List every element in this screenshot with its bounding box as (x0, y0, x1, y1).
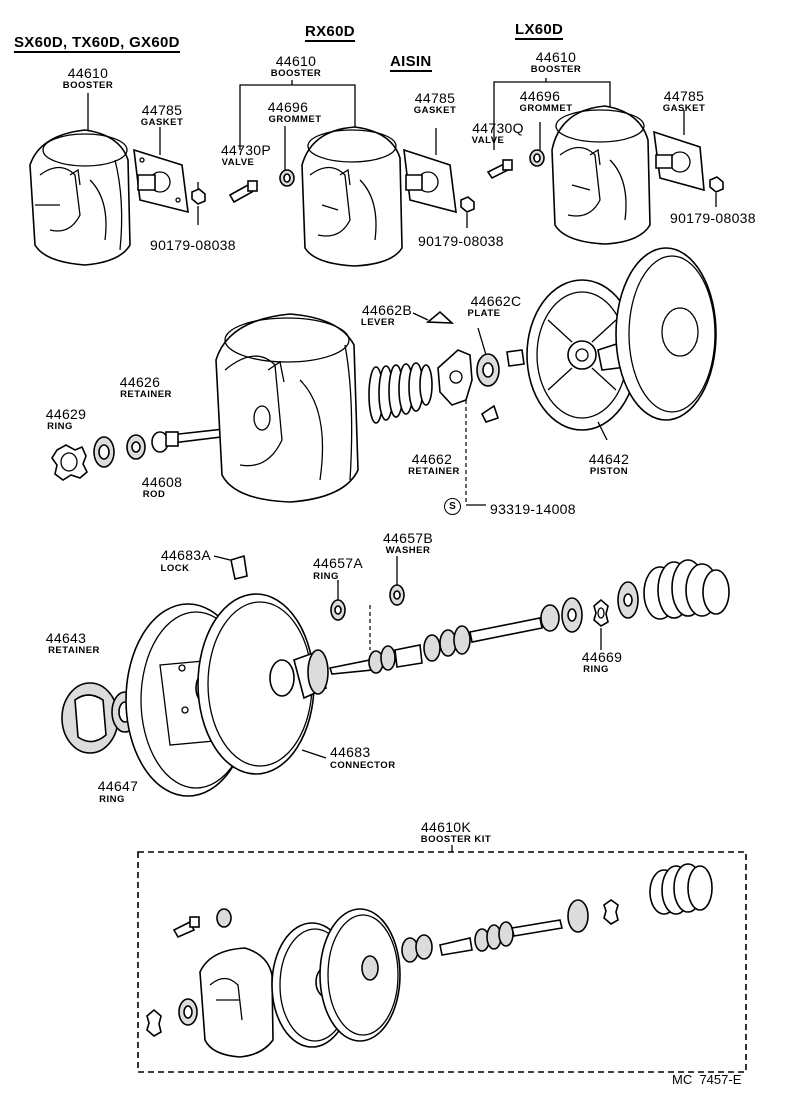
lock-drawing (230, 554, 248, 580)
booster-right-drawing (551, 105, 651, 245)
screw-num: 93319-14008 (490, 501, 576, 517)
booster-kit-box (137, 851, 747, 1073)
gasket-mid-cap: GASKET (413, 105, 457, 116)
valve-mid-drawing (228, 180, 258, 204)
valve-right-drawing (486, 159, 513, 180)
piston-num: 44642 (588, 451, 630, 467)
gasket-left-cap: GASKET (140, 117, 184, 128)
lever-drawing (425, 310, 455, 324)
booster-right-num: 44610 (535, 49, 577, 65)
retainer-44643-cap: RETAINER (48, 645, 100, 656)
ring-44629-cap: RING (47, 421, 73, 432)
lever-num: 44662B (361, 302, 413, 318)
ring-44669-num: 44669 (581, 649, 623, 665)
booster-left-cap: BOOSTER (62, 80, 114, 91)
nut-right-num: 90179-08038 (670, 210, 756, 226)
ring-44657a-num: 44657A (312, 555, 364, 571)
retainer-44626-num: 44626 (119, 374, 161, 390)
rod-cap: ROD (142, 489, 166, 500)
nut-left-drawing (191, 182, 206, 205)
retainer-44643-num: 44643 (45, 630, 87, 646)
retainer-44643-drawing (61, 682, 119, 754)
retainer-44626-drawing (93, 434, 146, 468)
nut-mid-drawing (460, 196, 475, 213)
retainer-44662-cap: RETAINER (408, 466, 460, 477)
gasket-left-num: 44785 (141, 102, 183, 118)
washer-num: 44657B (382, 530, 434, 546)
connector-cap: CONNECTOR (330, 760, 396, 771)
lever-cap: LEVER (360, 317, 396, 328)
booster-main-drawing (215, 313, 359, 503)
gasket-left-drawing (133, 148, 189, 214)
model-right-header: LX60D (515, 21, 564, 40)
model-mid-header: RX60D (305, 23, 355, 42)
booster-left-num: 44610 (67, 65, 109, 81)
booster-kit-num: 44610K (420, 819, 472, 835)
gasket-mid-drawing (403, 148, 457, 214)
plate-num: 44662C (470, 293, 522, 309)
booster-mid-cap: BOOSTER (270, 68, 322, 79)
connector-num: 44683 (330, 744, 371, 760)
ring-44669-drawing (593, 598, 609, 627)
grommet-right-num: 44696 (519, 88, 561, 104)
valve-right-num: 44730Q (472, 120, 524, 136)
screw-symbol-letter: S (449, 500, 456, 512)
grommet-right-cap: GROMMET (519, 103, 573, 114)
ring-44647-cap: RING (99, 794, 125, 805)
piston-back-drawing (615, 247, 717, 421)
rod-num: 44608 (141, 474, 183, 490)
spring-drawing (368, 362, 433, 424)
booster-kit-cap: BOOSTER KIT (420, 834, 492, 845)
plate-drawing (476, 349, 525, 387)
small-key-drawing (480, 404, 500, 423)
diagram-code: MC 7457-E (672, 1072, 742, 1087)
gasket-mid-num: 44785 (414, 90, 456, 106)
ring-44657a-drawing (330, 599, 346, 621)
connector-drawing (197, 593, 329, 775)
piston-front-drawing (526, 279, 667, 431)
plate-cap: PLATE (467, 308, 501, 319)
nut-right-drawing (709, 176, 724, 193)
ring-44629-drawing (51, 444, 88, 481)
ring-44629-num: 44629 (45, 406, 87, 422)
retainer-44662-drawing (437, 349, 473, 406)
booster-right-cap: BOOSTER (530, 64, 582, 75)
gasket-right-num: 44785 (663, 88, 705, 104)
maker-header: AISIN (390, 53, 432, 72)
kit-parts-drawing (146, 863, 713, 1058)
booster-mid-num: 44610 (275, 53, 317, 69)
valve-mid-cap: VALVE (221, 157, 255, 168)
retainer-44626-cap: RETAINER (120, 389, 172, 400)
ring-44647-num: 44647 (97, 778, 139, 794)
valve-right-cap: VALVE (471, 135, 505, 146)
grommet-mid-drawing (279, 169, 295, 187)
valve-mid-num: 44730P (220, 142, 272, 158)
washer-drawing (389, 584, 405, 606)
push-rod-assembly-drawing (328, 597, 583, 675)
nut-left-num: 90179-08038 (150, 237, 236, 253)
nut-mid-num: 90179-08038 (418, 233, 504, 249)
lock-num: 44683A (160, 547, 212, 563)
ring-44657a-cap: RING (313, 571, 339, 582)
models-left-header: SX60D, TX60D, GX60D (14, 34, 180, 53)
retainer-44662-num: 44662 (411, 451, 453, 467)
lock-cap: LOCK (160, 563, 190, 574)
ring-44669-cap: RING (583, 664, 609, 675)
boot-drawing (617, 559, 730, 620)
grommet-mid-cap: GROMMET (268, 114, 322, 125)
screw-symbol: S (444, 498, 461, 515)
piston-cap: PISTON (589, 466, 629, 477)
gasket-right-drawing (653, 130, 705, 192)
washer-cap: WASHER (385, 545, 431, 556)
grommet-right-drawing (529, 149, 545, 167)
grommet-mid-num: 44696 (267, 99, 309, 115)
gasket-right-cap: GASKET (662, 103, 706, 114)
booster-mid-drawing (301, 126, 403, 267)
booster-left-drawing (29, 129, 131, 266)
